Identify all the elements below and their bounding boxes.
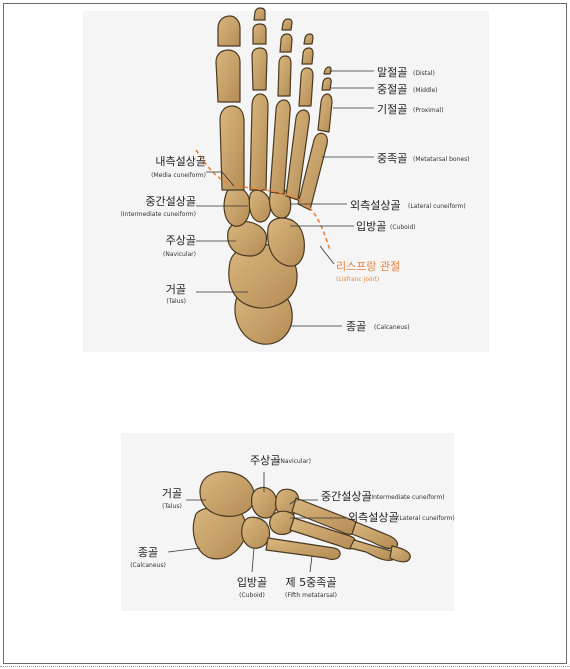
- side-label-talus-ko: 거골: [162, 487, 182, 500]
- side-label-lateral-cuneiform-ko: 외측설상골: [348, 511, 399, 524]
- label-metatarsal-ko: 중족골: [377, 152, 407, 165]
- phalanx-5-middle: [322, 78, 331, 90]
- label-lateral-cuneiform-ko: 외측설상골: [350, 199, 401, 212]
- dorsal-foot-illustration: [216, 8, 332, 344]
- side-label-cuboid-ko: 입방골: [237, 576, 267, 589]
- label-lateral-cuneiform-en: (Lateral cuneiform): [408, 203, 466, 210]
- metatarsal-1: [220, 106, 244, 190]
- label-talus-ko: 거골: [166, 283, 186, 296]
- label-media-cuneiform-en: (Media cuneiform): [151, 172, 206, 179]
- side-label-intermediate-cuneiform-ko: 중간설상골: [321, 490, 372, 503]
- phalanx-2-proximal: [252, 48, 267, 90]
- label-lisfranc-en: (Lisfranc joint): [336, 276, 379, 283]
- phalanx-4-middle: [302, 48, 313, 64]
- intermediate-cuneiform-bone: [249, 190, 270, 222]
- label-metatarsal-en: (Metatarsal bones): [413, 156, 470, 163]
- side-label-navicular-en: (Navicular): [278, 458, 311, 465]
- label-distal-ko: 말절골: [377, 66, 407, 79]
- label-calcaneus-ko: 종골: [346, 320, 366, 333]
- side-cuboid-bone: [242, 517, 270, 548]
- medial-cuneiform-bone: [224, 188, 250, 226]
- side-navicular-bone: [252, 487, 277, 518]
- phalanx-3-distal: [282, 19, 292, 30]
- label-distal-en: (Distal): [413, 70, 435, 77]
- label-middle-ko: 중절골: [377, 83, 407, 96]
- phalanx-3-proximal: [278, 56, 291, 96]
- label-navicular-en: (Navicular): [163, 251, 196, 258]
- phalanx-3-middle: [280, 34, 292, 52]
- side-label-intermediate-cuneiform-en: (Intermediate cuneiform): [369, 494, 445, 501]
- label-intermediate-cuneiform-en: (Intermediate cuneiform): [120, 211, 196, 218]
- label-proximal-ko: 기절골: [377, 103, 407, 116]
- side-label-calcaneus-en: (Calcaneus): [130, 562, 166, 569]
- side-label-fifth-metatarsal-en: (Fifth metatarsal): [285, 592, 337, 599]
- label-media-cuneiform-ko: 내측설상골: [155, 155, 206, 168]
- label-middle-en: (Middle): [413, 87, 438, 94]
- metatarsal-2: [250, 94, 268, 190]
- side-toe-tip: [390, 546, 410, 562]
- label-navicular-ko: 주상골: [166, 234, 196, 247]
- phalanx-5-proximal: [318, 94, 332, 132]
- side-label-navicular-ko: 주상골: [250, 454, 280, 467]
- phalanx-4-distal: [304, 34, 313, 44]
- label-cuboid-ko: 입방골: [356, 220, 386, 233]
- label-talus-en: (Talus): [166, 298, 186, 305]
- phalanx-1-proximal: [216, 50, 240, 102]
- side-talus-bone: [200, 472, 254, 517]
- side-label-lateral-cuneiform-en: (Lateral cuneiform): [397, 515, 455, 522]
- metatarsal-3: [270, 100, 290, 194]
- side-label-cuboid-en: (Cuboid): [239, 592, 265, 599]
- phalanx-2-distal: [254, 8, 265, 20]
- navicular-bone: [228, 222, 267, 257]
- label-proximal-en: (Proximal): [413, 107, 443, 114]
- label-calcaneus-en: (Calcaneus): [374, 324, 410, 331]
- side-label-talus-en: (Talus): [162, 503, 182, 510]
- phalanx-4-proximal: [299, 68, 313, 106]
- phalanx-1-distal: [218, 16, 240, 46]
- side-label-fifth-metatarsal-ko: 제 5중족골: [286, 576, 337, 589]
- label-lisfranc-ko: 리스프랑 관절: [336, 260, 400, 273]
- phalanx-5-distal: [324, 67, 331, 74]
- phalanx-2-middle: [253, 24, 266, 44]
- side-label-calcaneus-ko: 종골: [138, 546, 158, 559]
- label-intermediate-cuneiform-ko: 중간설상골: [145, 195, 196, 208]
- label-cuboid-en: (Cuboid): [390, 224, 416, 231]
